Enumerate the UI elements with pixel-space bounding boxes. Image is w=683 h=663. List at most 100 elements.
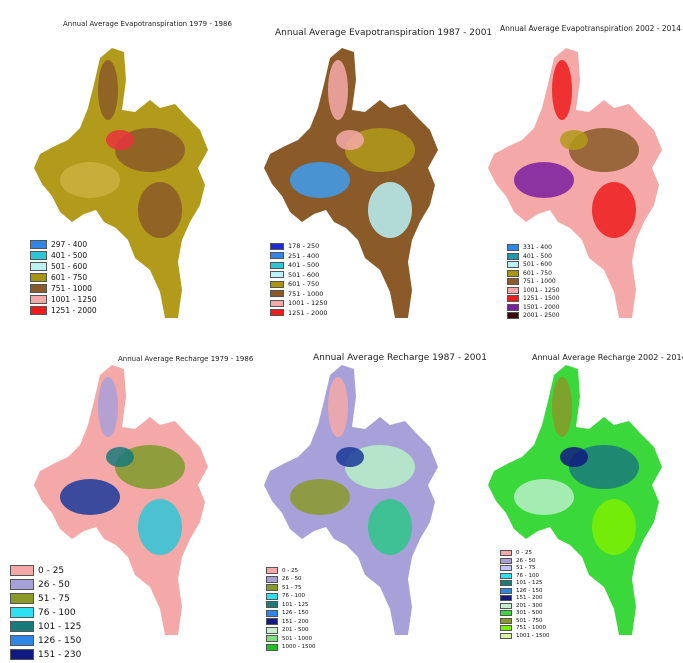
legend-item: 51 - 75: [500, 565, 549, 571]
basin-map: [488, 365, 662, 635]
legend-item: 1000 - 1500: [266, 643, 316, 651]
legend-swatch: [30, 262, 47, 271]
legend-swatch: [266, 601, 278, 608]
legend-swatch: [500, 565, 512, 571]
legend-swatch: [507, 244, 519, 251]
legend-item: 401 - 500: [507, 252, 560, 260]
legend-item: 101 - 125: [266, 601, 315, 608]
legend-item: 1251 - 2000: [270, 309, 328, 317]
legend-label: 401 - 500: [523, 252, 552, 260]
basin-map: [264, 48, 438, 318]
legend-swatch: [270, 271, 284, 278]
legend-label: 0 - 25: [282, 567, 298, 574]
legend-swatch: [10, 621, 34, 632]
legend-item: 601 - 750: [270, 280, 328, 288]
legend-label: 1000 - 1500: [282, 644, 316, 650]
legend-label: 26 - 50: [282, 576, 302, 582]
legend-item: 178 - 250: [270, 242, 328, 250]
map-title: Annual Average Recharge 1987 - 2001: [313, 353, 487, 363]
legend-item: 101 - 125: [10, 621, 81, 632]
legend-swatch: [266, 643, 278, 651]
legend-swatch: [507, 252, 519, 260]
basin-group: [488, 48, 662, 318]
legend-label: 51 - 75: [516, 565, 536, 571]
land-class-patch: [290, 162, 350, 198]
legend-label: 1251 - 2000: [288, 308, 328, 317]
map-title: Annual Average Evapotranspiration 1979 -…: [63, 20, 232, 28]
legend-item: 151 - 230: [10, 649, 81, 660]
legend-item: 126 - 150: [266, 609, 315, 617]
map-panel-recharge-2002-2014: Annual Average Recharge 2002 - 2014 0 - …: [460, 325, 683, 646]
legend-swatch: [30, 273, 47, 282]
legend-label: 501 - 1000: [282, 635, 312, 642]
legend-label: 126 - 150: [282, 610, 309, 616]
map-panel-recharge-1987-2001: Annual Average Recharge 1987 - 2001 0 - …: [230, 325, 487, 651]
legend-label: 101 - 125: [516, 580, 543, 586]
legend-label: 501 - 600: [51, 262, 88, 271]
legend-item: 201 - 500: [266, 626, 315, 634]
legend-label: 501 - 600: [288, 270, 320, 279]
legend-label: 26 - 50: [38, 579, 70, 590]
legend-label: 251 - 400: [288, 251, 320, 260]
land-class-patch: [98, 60, 118, 120]
legend-label: 751 - 1000: [288, 289, 324, 298]
legend-swatch: [30, 306, 47, 315]
basin-outline: [264, 365, 438, 635]
legend-swatch: [10, 593, 34, 604]
land-class-patch: [368, 182, 412, 238]
map-title: Annual Average Evapotranspiration 1987 -…: [275, 28, 493, 38]
legend-item: 601 - 750: [507, 269, 560, 277]
legend-label: 0 - 25: [516, 550, 532, 556]
legend-label: 151 - 230: [38, 649, 82, 660]
legend-label: 26 - 50: [516, 557, 536, 564]
land-class-patch: [138, 499, 182, 555]
legend-label: 301 - 500: [516, 610, 543, 616]
legend-item: 76 - 100: [10, 607, 81, 618]
legend-label: 0 - 25: [38, 565, 65, 576]
land-class-patch: [290, 479, 350, 515]
land-class-patch: [106, 447, 134, 467]
legend-label: 1001 - 1250: [51, 295, 97, 304]
legend-item: 201 - 300: [500, 602, 549, 609]
legend-item: 26 - 50: [266, 575, 315, 583]
legend-label: 401 - 500: [51, 251, 88, 260]
legend-label: 601 - 750: [51, 273, 88, 282]
basin-group: [488, 365, 662, 635]
legend-label: 126 - 150: [516, 587, 543, 594]
land-class-patch: [328, 60, 348, 120]
basin-outline: [34, 365, 208, 635]
legend-swatch: [500, 557, 512, 564]
legend-item: 251 - 400: [270, 252, 328, 260]
legend-item: 0 - 25: [266, 567, 315, 574]
land-class-patch: [514, 162, 574, 198]
map-panel-et-1979-1986: Annual Average Evapotranspiration 1979 -…: [0, 0, 232, 325]
legend-swatch: [30, 240, 47, 249]
legend-swatch: [10, 649, 34, 660]
legend-item: 751 - 1000: [30, 284, 97, 293]
land-class-patch: [138, 182, 182, 238]
legend-swatch: [270, 261, 284, 269]
legend-item: 297 - 400: [30, 240, 97, 249]
legend-swatch: [266, 618, 278, 625]
legend-swatch: [30, 284, 47, 293]
legend-item: 101 - 125: [500, 580, 549, 586]
legend-item: 501 - 750: [500, 617, 549, 624]
basin-outline: [34, 48, 208, 318]
legend-label: 1251 - 1500: [523, 295, 560, 302]
legend-label: 751 - 1000: [51, 284, 92, 293]
legend-label: 601 - 750: [288, 280, 320, 288]
legend-item: 26 - 50: [10, 579, 81, 590]
land-class-patch: [560, 447, 588, 467]
basin-map: [488, 48, 662, 318]
legend-item: 301 - 500: [500, 610, 549, 616]
legend-swatch: [266, 609, 278, 617]
legend-label: 1501 - 2000: [523, 303, 560, 311]
legend-swatch: [266, 575, 278, 583]
legend-label: 51 - 75: [282, 584, 302, 591]
legend-label: 401 - 500: [288, 261, 320, 269]
land-class-patch: [336, 447, 364, 467]
legend-item: 76 - 100: [500, 572, 549, 579]
map-panel-et-1987-2001: Annual Average Evapotranspiration 1987 -…: [230, 0, 492, 325]
legend-item: 1001 - 1250: [270, 299, 328, 307]
